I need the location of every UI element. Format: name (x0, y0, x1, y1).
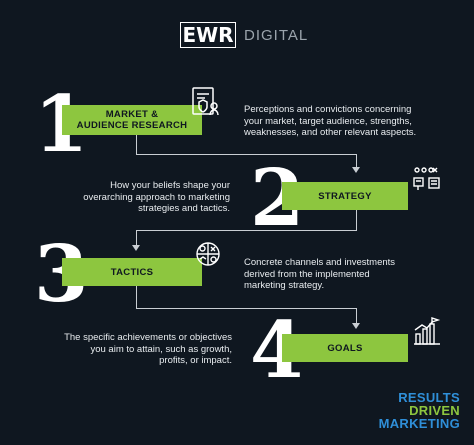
step-1-banner: MARKET & AUDIENCE RESEARCH (62, 105, 202, 135)
step-2-description: How your beliefs shape your overarching … (83, 180, 230, 214)
strategy-board-icon (412, 166, 442, 192)
connector-1-v (356, 154, 357, 168)
step-2-banner: STRATEGY (282, 182, 408, 210)
step-3-banner: TACTICS (62, 258, 202, 286)
step-4-description: The specific achievements or objectives … (64, 332, 232, 366)
connector-1-h (136, 154, 357, 155)
tactics-gears-icon (194, 240, 222, 268)
tagline-line-3: MARKETING (378, 416, 460, 431)
connector-3-h (136, 308, 357, 309)
tagline-line-1: RESULTS (398, 390, 460, 405)
step-3-description: Concrete channels and investments derive… (244, 257, 396, 291)
logo-text: DIGITAL (244, 27, 309, 44)
step-1-title-line2: AUDIENCE RESEARCH (76, 120, 188, 131)
arrow-down-icon-2 (132, 245, 140, 251)
logo-mark: EWR (180, 22, 236, 48)
step-3-title: TACTICS (110, 266, 154, 278)
step-2-title: STRATEGY (318, 190, 372, 202)
step-4-banner: GOALS (282, 334, 408, 362)
step-1-title-line1: MARKET & (105, 109, 159, 120)
step-1-description: Perceptions and convictions concerning y… (244, 104, 417, 138)
connector-3-v (356, 308, 357, 324)
arrow-down-icon (352, 167, 360, 173)
connector-3 (136, 286, 137, 308)
tagline-line-2: DRIVEN (409, 403, 460, 418)
arrow-down-icon-3 (352, 323, 360, 329)
goals-chart-icon (412, 316, 442, 346)
step-4-title: GOALS (327, 342, 363, 354)
connector-2 (356, 210, 357, 230)
connector-2-v (136, 230, 137, 246)
research-document-icon (190, 86, 220, 118)
connector-2-h (136, 230, 357, 231)
connector-1 (136, 135, 137, 154)
